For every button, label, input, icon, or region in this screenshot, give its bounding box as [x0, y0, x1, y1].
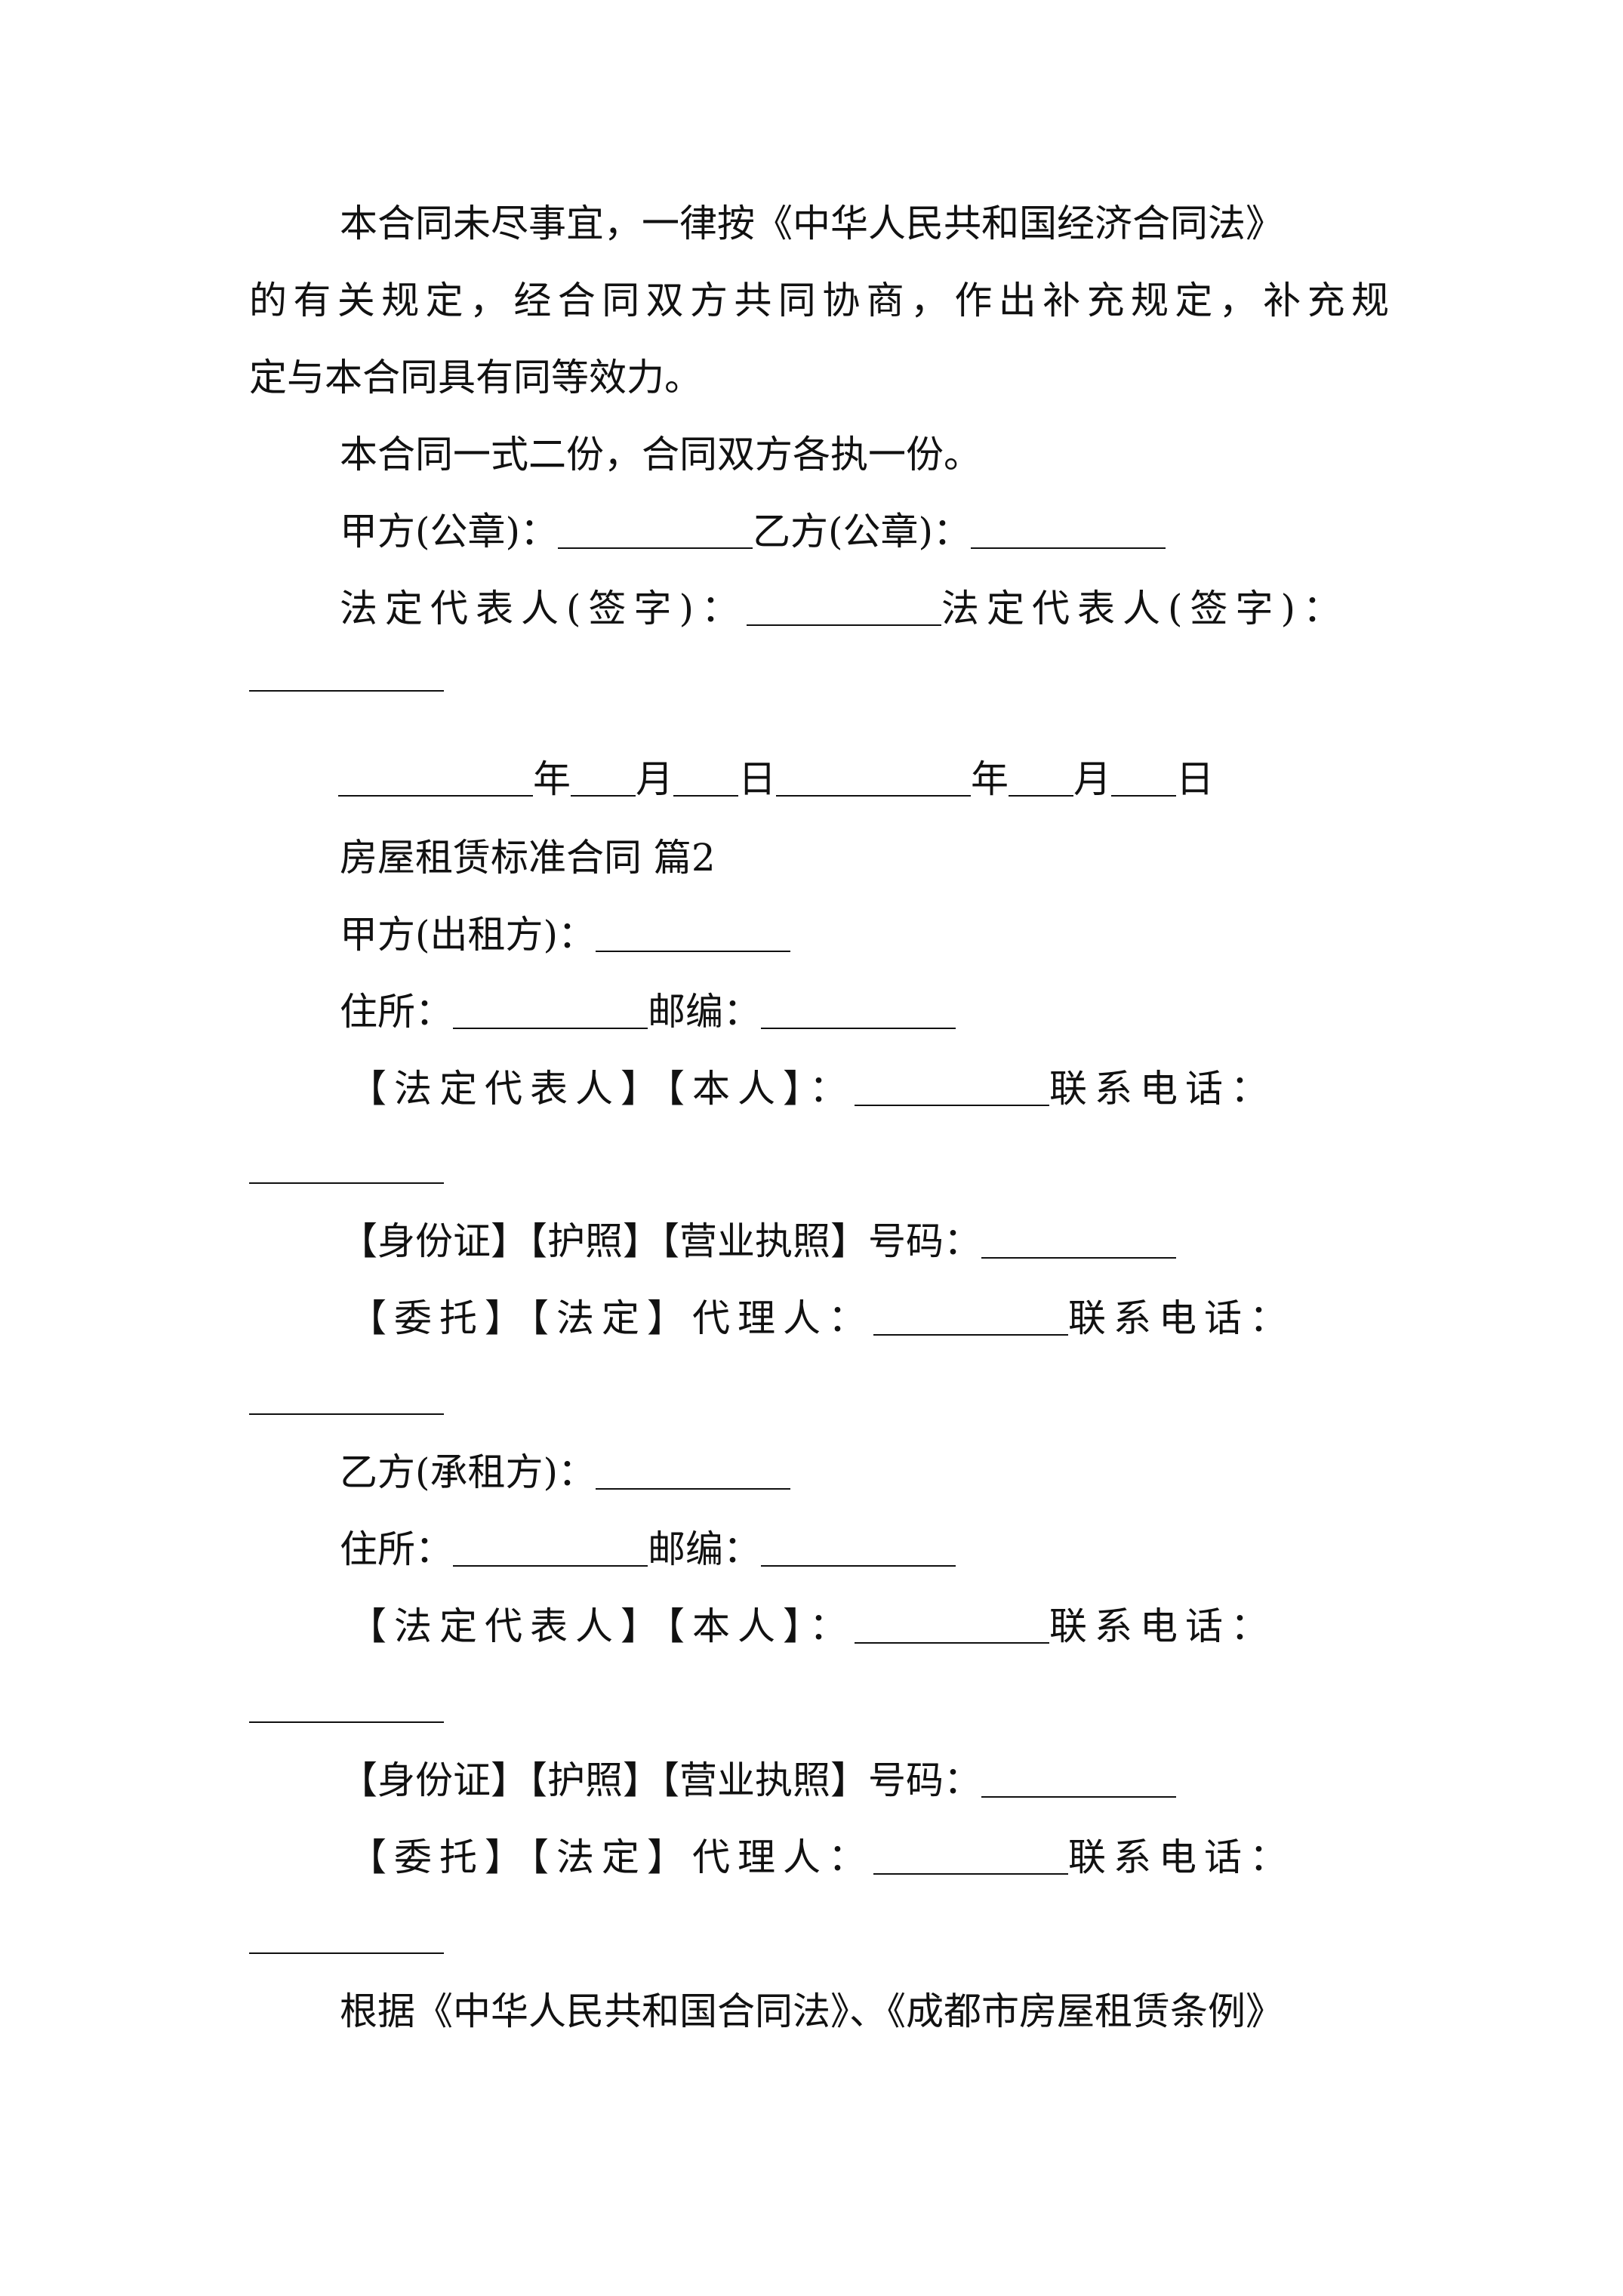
date-a-day-label: 日 [738, 757, 776, 801]
lessee-agent-line: 【委托】【法定】代理人： 联系电话： [349, 1833, 1295, 1881]
lessee-agent-blank [873, 1837, 1068, 1875]
lessee-address-blank [453, 1529, 648, 1567]
lessor-rep-blank [855, 1068, 1049, 1106]
lessee-phone-label: 联系电话： [1049, 1604, 1276, 1648]
lessee-rep-line: 【法定代表人】【本人】： 联系电话： [349, 1602, 1276, 1650]
lessor-party-line: 甲方(出租方)： [340, 911, 791, 959]
lessee-rep-label: 【法定代表人】【本人】： [349, 1604, 855, 1648]
lessee-postcode-blank [761, 1529, 956, 1567]
date-a-year-label: 年 [533, 757, 571, 801]
lessee-id-label: 【身份证】【护照】【营业执照】号码： [340, 1758, 981, 1802]
lessee-agent-phone-label: 联系电话： [1068, 1835, 1295, 1879]
section-title: 房屋租赁标准合同 篇2 [340, 836, 716, 880]
clause-copies: 本合同一式二份，合同双方各执一份。 [340, 433, 981, 476]
lessee-postcode-label: 邮编： [648, 1527, 761, 1571]
lessor-phone-label: 联系电话： [1049, 1067, 1276, 1111]
party-a-seal-label: 甲方(公章)： [340, 510, 559, 553]
seal-line: 甲方(公章)： 乙方(公章)： [340, 507, 1166, 556]
clause-unresolved-line-1: 本合同未尽事宜，一律按《中华人民共和国经济合同法》 [340, 202, 1283, 245]
date-a-month-blank [571, 759, 636, 797]
lessor-rep-line: 【法定代表人】【本人】： 联系电话： [349, 1065, 1276, 1113]
date-a-month-label: 月 [636, 757, 673, 801]
date-b-month-blank [1009, 759, 1073, 797]
lessee-phone-blank [249, 1721, 444, 1723]
lessor-postcode-blank [761, 991, 956, 1029]
lessor-agent-blank [873, 1298, 1068, 1336]
lessee-id-line: 【身份证】【护照】【营业执照】号码： [340, 1756, 1176, 1804]
legal-rep-b-blank [249, 690, 444, 692]
closing-line: 根据《中华人民共和国合同法》、《成都市房屋租赁条例》 [340, 1989, 1283, 2033]
lessor-agent-label: 【委托】【法定】代理人： [349, 1296, 873, 1340]
lessor-address-label: 住所： [340, 990, 453, 1034]
party-b-seal-label: 乙方(公章)： [753, 510, 972, 553]
date-b-year-label: 年 [971, 757, 1009, 801]
date-a-day-blank [673, 759, 738, 797]
party-a-seal-blank [558, 511, 753, 549]
lessor-id-line: 【身份证】【护照】【营业执照】号码： [340, 1217, 1176, 1265]
lessor-address-blank [453, 991, 648, 1029]
lessor-id-blank [981, 1221, 1176, 1259]
lessor-address-line: 住所： 邮编： [340, 988, 956, 1036]
lessee-address-label: 住所： [340, 1527, 453, 1571]
lessee-agent-label: 【委托】【法定】代理人： [349, 1835, 873, 1879]
party-b-seal-blank [971, 511, 1166, 549]
lessor-id-label: 【身份证】【护照】【营业执照】号码： [340, 1219, 981, 1263]
lessee-party-line: 乙方(承租方)： [340, 1448, 791, 1496]
clause-unresolved-line-3: 定与本合同具有同等效力。 [249, 356, 702, 399]
lessee-agent-phone-blank [249, 1952, 444, 1954]
legal-rep-b-label: 法定代表人(签字)： [941, 587, 1349, 630]
lessor-agent-phone-blank [249, 1413, 444, 1415]
lessee-party-label: 乙方(承租方)： [340, 1450, 596, 1494]
lessor-agent-phone-label: 联系电话： [1068, 1296, 1295, 1340]
date-b-day-blank [1111, 759, 1176, 797]
legal-rep-signature-line: 法定代表人(签字)： 法定代表人(签字)： [340, 584, 1348, 633]
legal-rep-a-blank [747, 588, 942, 626]
lessor-party-blank [596, 914, 791, 952]
lessee-address-line: 住所： 邮编： [340, 1525, 956, 1573]
lessee-party-blank [596, 1452, 791, 1490]
lessor-postcode-label: 邮编： [648, 990, 761, 1034]
date-b-year-blank [776, 759, 971, 797]
date-b-day-label: 日 [1176, 757, 1214, 801]
legal-rep-a-label: 法定代表人(签字)： [340, 587, 747, 630]
lessee-rep-blank [855, 1606, 1049, 1644]
date-a-year-blank [338, 759, 533, 797]
lessor-rep-label: 【法定代表人】【本人】： [349, 1067, 855, 1111]
lessor-party-label: 甲方(出租方)： [340, 913, 596, 957]
date-b-month-label: 月 [1073, 757, 1111, 801]
date-line: 年月日年月日 [338, 755, 1214, 803]
lessee-id-blank [981, 1760, 1176, 1798]
lessor-phone-blank [249, 1182, 444, 1184]
clause-unresolved-line-2: 的有关规定，经合同双方共同协商，作出补充规定，补充规 [249, 279, 1389, 322]
lessor-agent-line: 【委托】【法定】代理人： 联系电话： [349, 1294, 1295, 1342]
